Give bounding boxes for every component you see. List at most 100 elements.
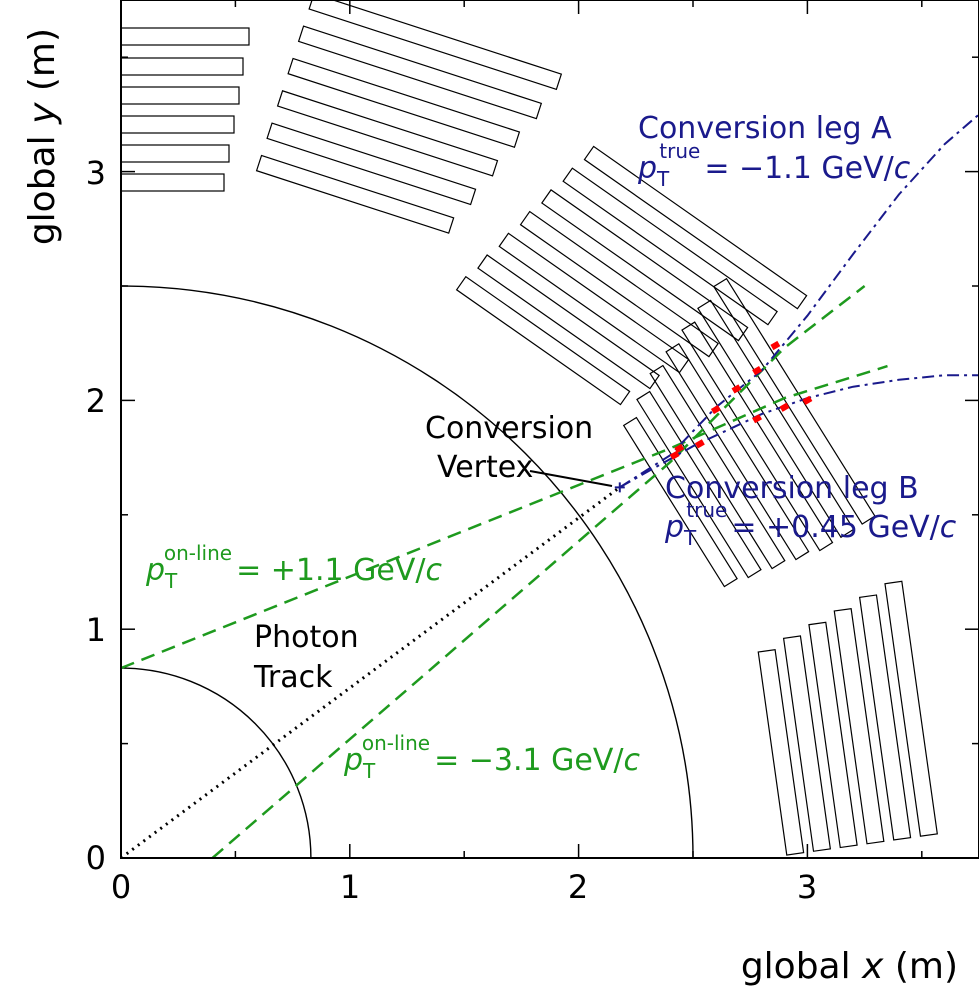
module <box>757 648 805 856</box>
leg-a-pt: pTtrue= −1.1 GeV/c <box>637 139 911 191</box>
leg-b-p: p <box>664 510 684 545</box>
leg-a-title: Conversion leg A <box>638 111 892 146</box>
leg-a-value: = −1.1 GeV/ <box>704 151 894 186</box>
detector-modules <box>120 0 938 856</box>
module <box>583 145 808 310</box>
module <box>636 390 762 579</box>
hit-marker <box>731 384 742 394</box>
module-stack-lower-right <box>757 580 938 856</box>
y-axis-label-var: y <box>22 102 63 125</box>
module <box>120 86 240 105</box>
module <box>308 0 563 91</box>
module <box>498 232 690 374</box>
conversion-vertex-marker <box>614 482 625 493</box>
module <box>120 57 244 76</box>
module <box>665 343 810 561</box>
module <box>120 144 230 163</box>
leg-b-unit: c <box>940 510 957 545</box>
cylinder-arcs <box>121 285 694 858</box>
module <box>622 416 738 588</box>
x-axis-label: global x (m) <box>741 946 958 987</box>
y-tick-label: 1 <box>86 611 106 649</box>
module <box>884 580 938 837</box>
hit-marker <box>669 450 680 460</box>
annotations: Conversion leg A pTtrue= −1.1 GeV/c Conv… <box>145 111 957 783</box>
tracks <box>121 113 979 858</box>
module <box>120 115 235 134</box>
vertex-label-line2: Vertex <box>437 450 533 485</box>
online-neg-sup: on-line <box>362 731 430 755</box>
module <box>477 254 660 390</box>
online-neg-label: pTon-line= −3.1 GeV/c <box>343 731 641 783</box>
module <box>297 25 543 120</box>
module-stack-lower-middle <box>622 277 876 588</box>
leg-a-unit: c <box>894 151 911 186</box>
online-neg-unit: c <box>624 743 641 778</box>
module <box>697 299 855 539</box>
online-neg-p: p <box>343 743 363 778</box>
conversion-leg-b <box>619 374 979 489</box>
online-track-negative <box>211 285 866 858</box>
module <box>782 635 832 852</box>
y-tick-label: 3 <box>86 154 106 192</box>
vertex-label-line1: Conversion <box>425 411 593 446</box>
online-pos-sub: T <box>164 569 178 593</box>
module <box>276 90 499 177</box>
module <box>519 210 719 358</box>
hit-marker <box>779 402 790 412</box>
y-tick-label: 0 <box>86 839 106 877</box>
photon-label-line1: Photon <box>254 620 359 655</box>
leg-b-sup: true <box>686 498 727 522</box>
hits <box>669 340 813 460</box>
hit-marker <box>770 340 781 351</box>
module <box>808 621 858 849</box>
online-neg-value: = −3.1 GeV/ <box>434 743 624 778</box>
y-axis-label-prefix: global <box>22 124 63 245</box>
leg-a-p: p <box>637 151 657 186</box>
module <box>287 57 521 148</box>
plot-frame <box>120 0 979 859</box>
module <box>562 167 778 326</box>
x-tick-label: 3 <box>797 868 817 906</box>
hit-marker <box>694 439 705 449</box>
module <box>120 27 250 46</box>
leg-a-sub: T <box>656 167 670 191</box>
x-tick-label: 1 <box>340 868 360 906</box>
module <box>858 594 912 841</box>
online-pos-label: pTon-line= +1.1 GeV/c <box>145 541 443 593</box>
leg-b-value: = +0.45 GeV/ <box>731 510 940 545</box>
module <box>266 122 477 206</box>
y-axis-label-suffix: (m) <box>22 28 63 103</box>
module <box>649 364 786 570</box>
online-pos-p: p <box>145 553 165 588</box>
hit-marker <box>710 404 721 415</box>
x-axis-label-suffix: (m) <box>883 946 958 987</box>
module <box>833 607 885 845</box>
tick-labels: 0 1 2 3 0 1 2 3 <box>86 154 818 906</box>
cylinder-arc <box>121 667 312 858</box>
online-pos-sup: on-line <box>164 541 232 565</box>
x-axis-label-prefix: global <box>741 946 862 987</box>
leg-b-title: Conversion leg B <box>665 471 919 506</box>
hit-marker <box>674 443 685 454</box>
y-tick-label: 2 <box>86 382 106 420</box>
vertex-pointer-line <box>529 470 613 487</box>
module <box>255 154 455 234</box>
conversion-leg-a <box>619 113 979 489</box>
module <box>455 275 631 406</box>
leg-b-sub: T <box>683 526 697 550</box>
x-tick-label: 0 <box>111 868 131 906</box>
hit-marker <box>752 414 763 424</box>
x-tick-label: 2 <box>568 868 588 906</box>
cylinder-arc <box>121 285 694 858</box>
leg-b-pt: pTtrue= +0.45 GeV/c <box>664 498 957 550</box>
module <box>681 321 834 552</box>
module-stack-middle <box>455 145 808 406</box>
online-neg-sub: T <box>362 759 376 783</box>
x-axis-label-var: x <box>861 946 884 987</box>
module-stack-upper <box>255 0 563 234</box>
hit-marker <box>752 366 763 376</box>
leg-a-sup: true <box>659 139 700 163</box>
module <box>541 189 749 342</box>
